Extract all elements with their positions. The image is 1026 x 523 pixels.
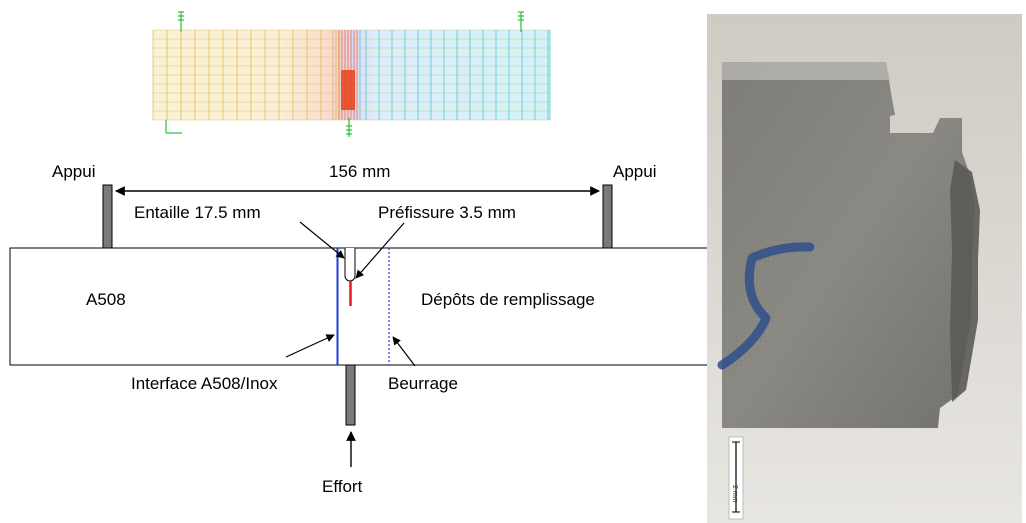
support-left xyxy=(102,184,113,249)
precrack-leader xyxy=(355,222,405,279)
notch-leader xyxy=(299,221,345,259)
notch-label: Entaille 17.5 mm xyxy=(134,203,261,222)
buttering-leader xyxy=(392,336,416,367)
scale-bar-label: 2 mm xyxy=(731,485,738,503)
scale-bar: 2 mm xyxy=(728,436,744,520)
notch xyxy=(344,248,356,282)
fracture-specimen-photo: 2 mm xyxy=(707,14,1022,523)
specimen-texture xyxy=(722,62,975,428)
specimen-top-edge xyxy=(722,62,890,80)
buttering-label: Beurrage xyxy=(388,374,458,393)
finite-element-mesh xyxy=(152,11,551,137)
precrack-label: Préfissure 3.5 mm xyxy=(378,203,516,222)
interface-leader xyxy=(285,334,335,358)
mesh-support-marker-right xyxy=(518,11,524,32)
span-label: 156 mm xyxy=(329,162,390,181)
filler-deposits-label: Dépôts de remplissage xyxy=(421,290,595,309)
ink-marking xyxy=(717,242,815,370)
interface-label: Interface A508/Inox xyxy=(131,374,278,393)
mesh-crack-zone xyxy=(341,70,355,110)
mesh-support-marker-left xyxy=(178,11,184,32)
fracture-surface xyxy=(950,160,980,402)
load-label: Effort xyxy=(322,477,363,496)
load-bar xyxy=(345,364,356,426)
support-left-label: Appui xyxy=(52,162,95,181)
support-right-label: Appui xyxy=(613,162,656,181)
mesh-axis-triad xyxy=(165,120,182,134)
support-right xyxy=(602,184,613,249)
mesh-load-marker xyxy=(346,118,352,137)
base-material-label: A508 xyxy=(86,290,126,309)
bend-specimen-schematic: Appui Appui 156 mm Entaille 17.5 mm Préf… xyxy=(9,162,713,496)
specimen-beam xyxy=(9,247,713,366)
